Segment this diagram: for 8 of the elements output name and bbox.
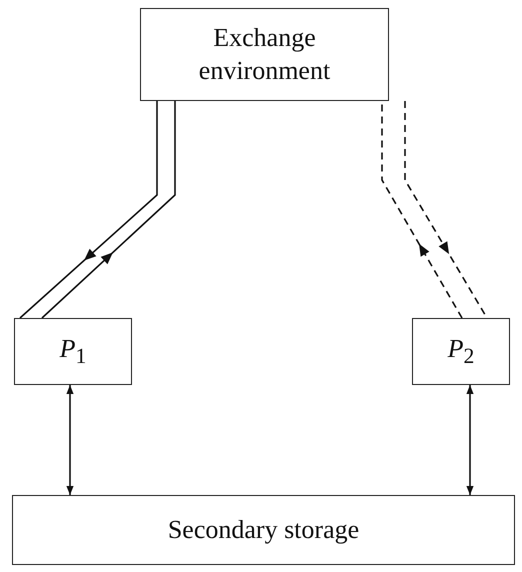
processor-box — [412, 318, 510, 385]
node-label: P$_{1}$ — [60, 332, 86, 370]
process-box — [140, 8, 389, 101]
node-label: Secondary storage — [168, 514, 360, 546]
node-label: P$_{2}$ — [448, 332, 474, 370]
node-label: Exchange environment — [198, 22, 332, 86]
processor-box — [14, 318, 132, 385]
process-box — [12, 495, 515, 565]
